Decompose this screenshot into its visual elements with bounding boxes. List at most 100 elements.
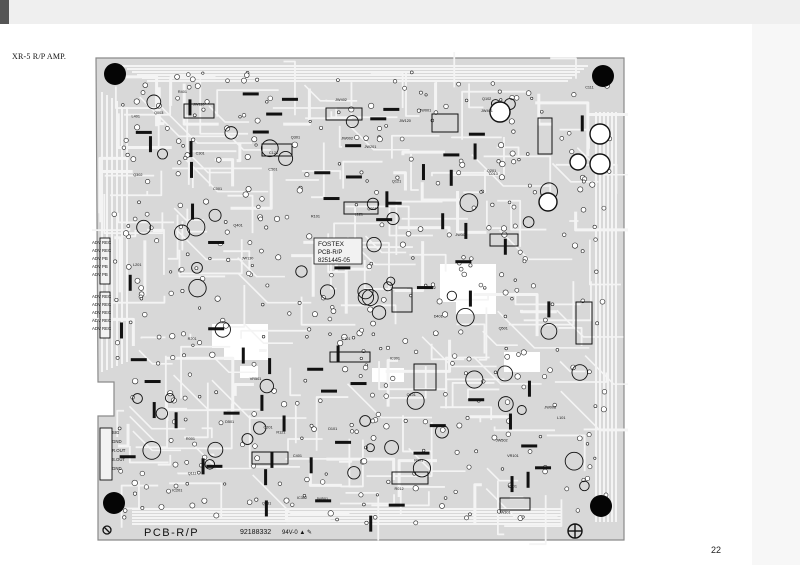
solder-pad — [593, 456, 597, 460]
signal-trace — [183, 157, 269, 193]
signal-trace — [116, 409, 125, 438]
capacitor-bar — [135, 130, 152, 134]
solder-pad — [241, 77, 247, 84]
signal-trace — [461, 90, 528, 140]
transistor-outline — [412, 459, 431, 478]
solder-pad — [122, 230, 130, 237]
alignment-mark-bottom-left — [102, 525, 112, 535]
solder-pad — [318, 398, 323, 403]
solder-pad — [411, 256, 415, 260]
component-ref-label: L101 — [557, 416, 565, 420]
transistor-outline — [366, 236, 382, 253]
solder-pad — [175, 96, 180, 101]
component-ref-label: JW110 — [193, 102, 205, 106]
solder-pad — [530, 283, 536, 289]
capacitor-bar — [314, 171, 331, 175]
signal-trace — [173, 207, 205, 221]
signal-trace — [586, 113, 628, 117]
transistor-outline — [260, 139, 279, 158]
signal-trace — [584, 355, 628, 385]
solder-pad — [502, 289, 509, 296]
transistor-outline — [365, 443, 375, 453]
capacitor-bar — [208, 327, 225, 331]
solder-pad — [456, 170, 462, 176]
solder-pad — [365, 179, 369, 183]
signal-trace — [112, 75, 159, 127]
capacitor-bar — [535, 466, 552, 470]
signal-trace — [364, 235, 407, 254]
solder-pad — [183, 156, 188, 160]
solder-pad — [209, 351, 216, 358]
scan-edge — [0, 0, 800, 24]
solder-pad — [302, 493, 307, 498]
solder-pad — [474, 449, 479, 454]
solder-pad — [513, 95, 520, 101]
solder-pad — [517, 158, 521, 162]
signal-trace — [473, 483, 482, 525]
electrolytic-capacitor — [489, 101, 511, 123]
solder-pad — [466, 356, 472, 362]
component-ref-label: JW120 — [399, 119, 411, 123]
capacitor-bar — [385, 201, 402, 205]
solder-pad — [132, 491, 138, 496]
capacitor-bar — [281, 97, 298, 101]
signal-trace — [114, 236, 122, 293]
solder-pad — [194, 83, 201, 89]
solder-pad — [402, 85, 407, 91]
signal-trace — [395, 200, 443, 255]
solder-pad — [215, 157, 222, 163]
solder-pad — [390, 375, 396, 381]
signal-trace — [408, 447, 466, 472]
solder-pad — [413, 349, 419, 355]
solder-pad — [358, 492, 364, 498]
solder-pad — [118, 468, 123, 474]
model-label: PCB-R/P — [318, 250, 342, 256]
capacitor-bar — [441, 213, 445, 230]
signal-trace — [178, 249, 226, 278]
capacitor-bar — [429, 424, 446, 428]
signal-trace — [152, 212, 164, 232]
solder-pad — [517, 249, 523, 255]
solder-pad — [166, 488, 171, 494]
connector-label: ADV REC — [92, 294, 111, 299]
transistor-outline — [136, 219, 152, 235]
solder-pad — [267, 95, 273, 101]
signal-trace — [240, 329, 310, 339]
solder-pad — [308, 119, 312, 123]
solder-pad — [527, 183, 532, 188]
connector-label: ADV PB — [92, 264, 108, 269]
solder-pad — [183, 417, 188, 422]
solder-pad — [582, 179, 586, 184]
component-ref-label: C501 — [268, 168, 277, 172]
component-ref-label: JW502 — [496, 439, 508, 443]
capacitor-bar — [148, 136, 152, 153]
solder-pad — [383, 393, 389, 399]
signal-trace — [186, 114, 237, 153]
solder-pad — [261, 335, 266, 339]
solder-pad — [335, 517, 339, 522]
signal-trace — [164, 355, 188, 410]
transistor-outline — [386, 211, 400, 226]
connector-label: ADV REC — [92, 310, 111, 315]
solder-pad — [376, 136, 383, 143]
solder-pad — [246, 499, 253, 505]
solder-pad — [359, 170, 364, 175]
signal-trace — [227, 194, 254, 234]
solder-pad — [337, 340, 344, 347]
connector-header — [99, 237, 111, 285]
solder-pad — [182, 395, 188, 401]
solder-pad — [570, 364, 576, 371]
solder-pad — [252, 443, 258, 449]
capacitor-bar — [334, 266, 351, 270]
capacitor-bar — [309, 457, 313, 474]
solder-pad — [341, 334, 348, 341]
solder-pad — [244, 72, 250, 78]
solder-pad — [363, 135, 369, 141]
capacitor-bar — [345, 144, 362, 148]
solder-pad — [189, 76, 196, 83]
solder-pad — [204, 99, 210, 105]
signal-trace — [189, 333, 196, 340]
signal-trace — [114, 86, 160, 109]
capacitor-bar — [473, 143, 477, 160]
